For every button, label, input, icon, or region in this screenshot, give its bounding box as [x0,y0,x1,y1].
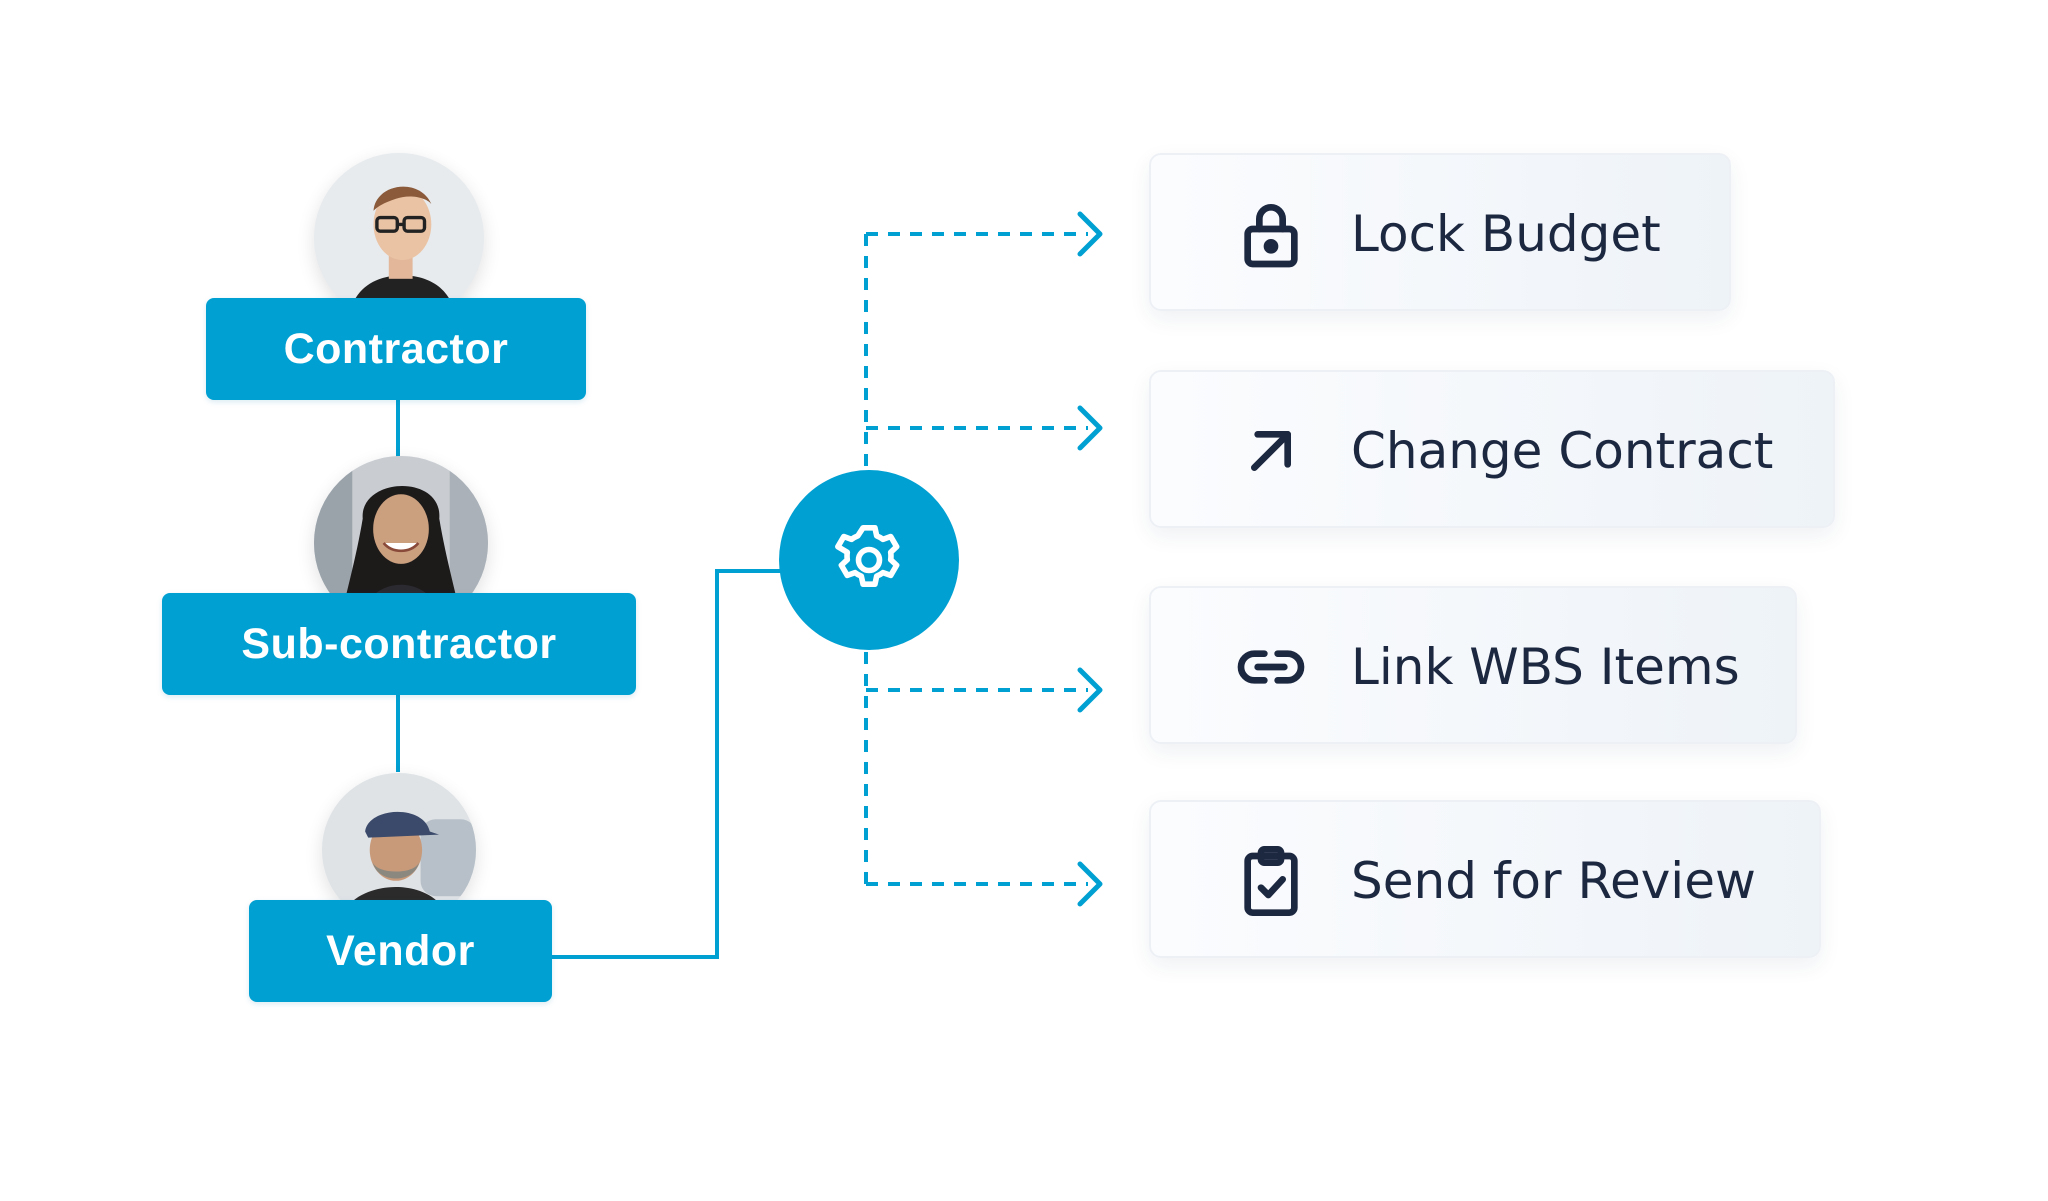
action-change-contract[interactable]: Change Contract [1149,370,1835,528]
action-lock-budget[interactable]: Lock Budget [1149,153,1731,311]
action-link-wbs-items[interactable]: Link WBS Items [1149,586,1797,744]
role-contractor-label: Contractor [283,324,509,373]
action-lock-budget-label: Lock Budget [1351,205,1661,263]
role-subcontractor-label: Sub-contractor [241,619,557,668]
arrow-up-right-icon [1231,411,1311,491]
action-change-contract-label: Change Contract [1351,422,1774,480]
role-contractor: Contractor [206,298,586,400]
lock-icon [1231,194,1311,274]
arrowhead-icon [1077,667,1103,713]
clipboard-check-icon [1231,841,1311,921]
action-link-wbs-items-label: Link WBS Items [1351,638,1740,696]
role-vendor: Vendor [249,900,552,1002]
link-icon [1231,627,1311,707]
arrowhead-icon [1077,861,1103,907]
action-send-for-review-label: Send for Review [1351,852,1756,910]
action-send-for-review[interactable]: Send for Review [1149,800,1821,958]
arrowhead-icon [1077,405,1103,451]
role-vendor-label: Vendor [326,926,475,975]
gear-icon [827,518,911,602]
settings-hub[interactable] [779,470,959,650]
arrowhead-icon [1077,211,1103,257]
role-subcontractor: Sub-contractor [162,593,636,695]
